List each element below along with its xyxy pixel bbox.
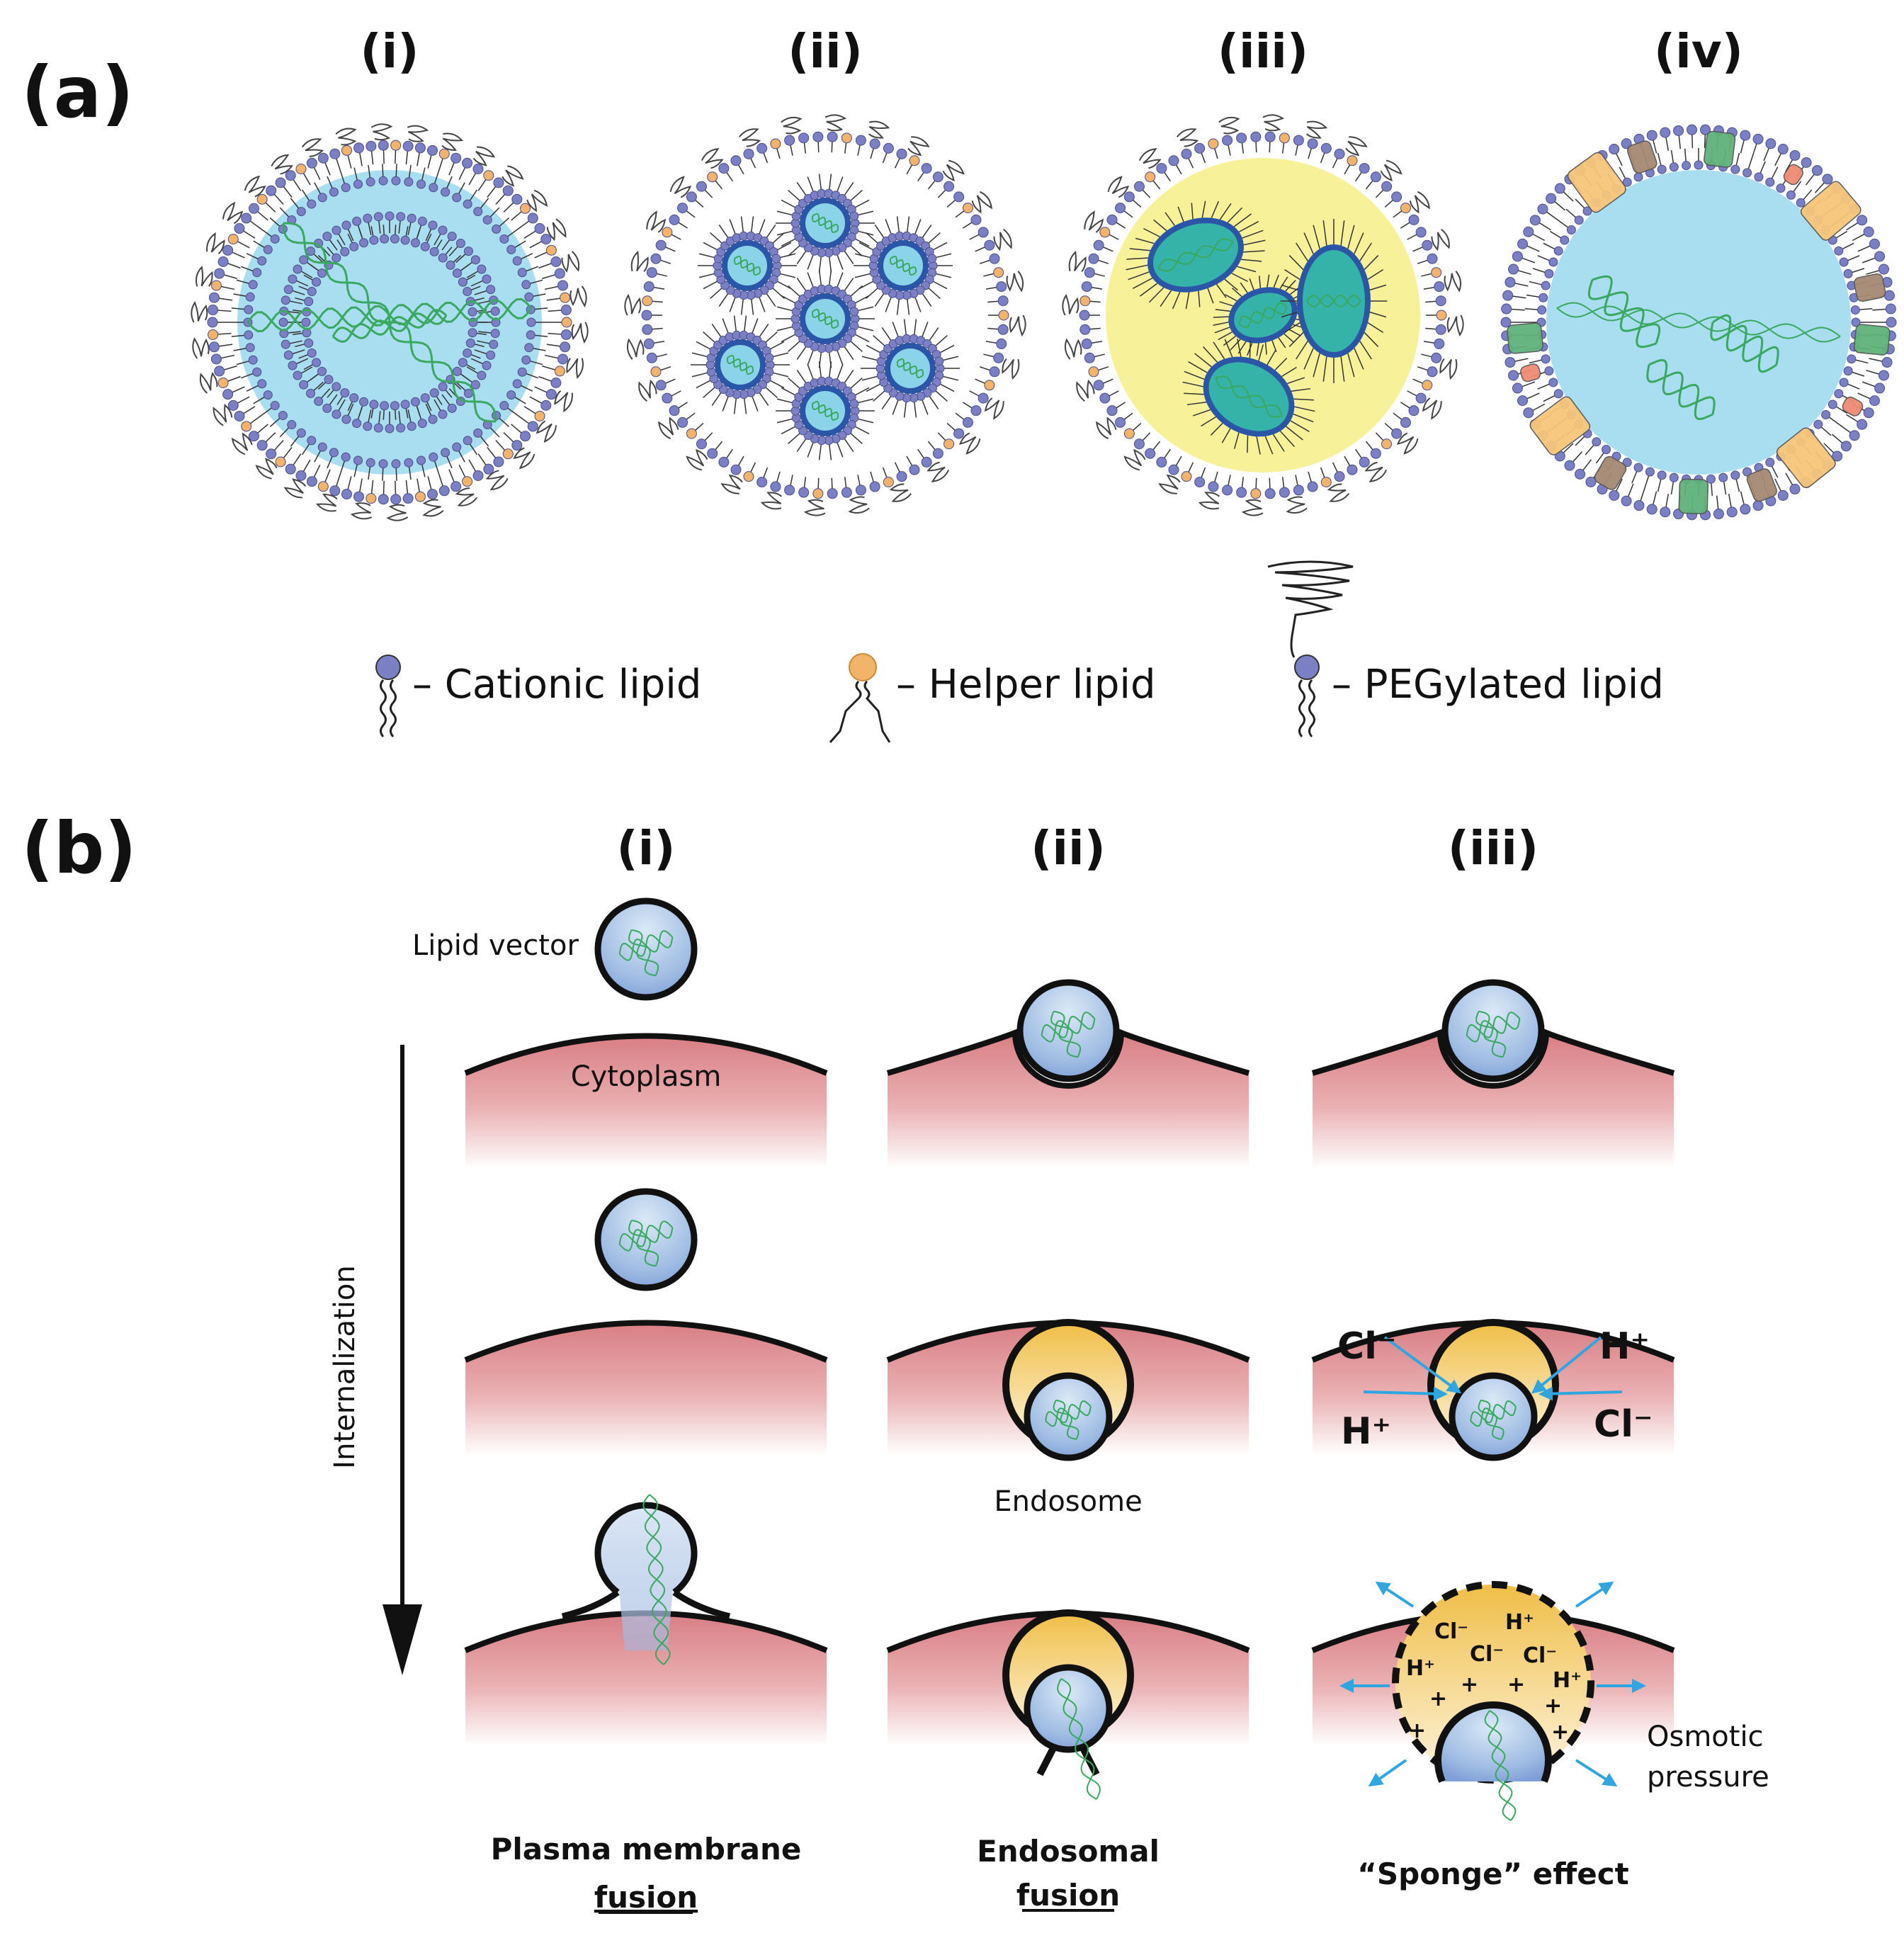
plus-5: + [1408, 1718, 1426, 1743]
lnp-inverted-micelles [624, 114, 1026, 516]
internalization-arrow [382, 1045, 422, 1675]
cell-grid [464, 897, 1675, 1821]
panel-a-label-iv: (iv) [1654, 24, 1743, 79]
ion-labels-row2: Cl⁻ H⁺ H⁺ Cl⁻ [1337, 1325, 1653, 1453]
ion-h-2: H⁺ [1341, 1410, 1391, 1453]
caption-plasma-fusion-2: fusion [594, 1880, 698, 1915]
panel-a-label-iii: (iii) [1218, 24, 1308, 79]
ion-cl-4: Cl⁻ [1470, 1642, 1504, 1667]
panel-a-label-i: (i) [361, 24, 419, 79]
panel-a-letter: (a) [21, 51, 134, 134]
legend-cationic-text: – Cationic lipid [412, 662, 701, 708]
ion-labels-row3: Cl⁻ H⁺ H⁺ Cl⁻ Cl⁻ H⁺ + + + + + + [1406, 1610, 1582, 1745]
ion-cl-1: Cl⁻ [1337, 1325, 1396, 1368]
osmotic-label-1: Osmotic [1647, 1721, 1764, 1753]
ion-cl-5: Cl⁻ [1523, 1643, 1557, 1668]
panel-b-label-ii: (ii) [1031, 821, 1106, 876]
panel-b-label-iii: (iii) [1448, 821, 1538, 876]
endosome-label: Endosome [994, 1485, 1142, 1518]
lipid-vector-label: Lipid vector [412, 929, 579, 962]
plus-6: + [1551, 1720, 1569, 1745]
pegylated-lipid-icon [1267, 560, 1354, 737]
liposome-protein [1500, 124, 1897, 521]
osmotic-label-2: pressure [1647, 1761, 1769, 1794]
lnp-multilamellar [191, 123, 589, 521]
cytoplasm-label: Cytoplasm [571, 1060, 722, 1093]
cationic-lipid-icon [375, 654, 401, 737]
plus-1: + [1429, 1687, 1447, 1711]
panel-b-letter: (b) [21, 807, 137, 890]
ion-h-1: H⁺ [1599, 1325, 1650, 1368]
ion-cl-3: Cl⁻ [1434, 1619, 1468, 1644]
legend-pegylated-text: – PEGylated lipid [1332, 662, 1664, 708]
ion-h-5: H⁺ [1553, 1668, 1582, 1693]
panel-a-label-ii: (ii) [788, 24, 863, 79]
caption-endosomal-fusion-2: fusion [1016, 1878, 1120, 1912]
ion-h-3: H⁺ [1505, 1610, 1534, 1635]
ion-cl-2: Cl⁻ [1594, 1403, 1653, 1446]
legend: – Cationic lipid – Helper lipid – PEGyla… [375, 560, 1664, 743]
panel-b-label-i: (i) [617, 821, 676, 876]
legend-helper-text: – Helper lipid [896, 662, 1156, 708]
plus-3: + [1507, 1672, 1525, 1697]
ion-h-4: H⁺ [1406, 1656, 1435, 1681]
plus-4: + [1544, 1694, 1562, 1718]
plus-2: + [1461, 1672, 1478, 1697]
internalization-label: Internalization [329, 1265, 361, 1468]
helper-lipid-icon [829, 653, 891, 743]
caption-sponge-effect: “Sponge” effect [1357, 1857, 1628, 1891]
caption-plasma-fusion-1: Plasma membrane [491, 1832, 802, 1866]
caption-endosomal-fusion-1: Endosomal [977, 1834, 1160, 1869]
lnp-oil-core [1062, 114, 1464, 516]
